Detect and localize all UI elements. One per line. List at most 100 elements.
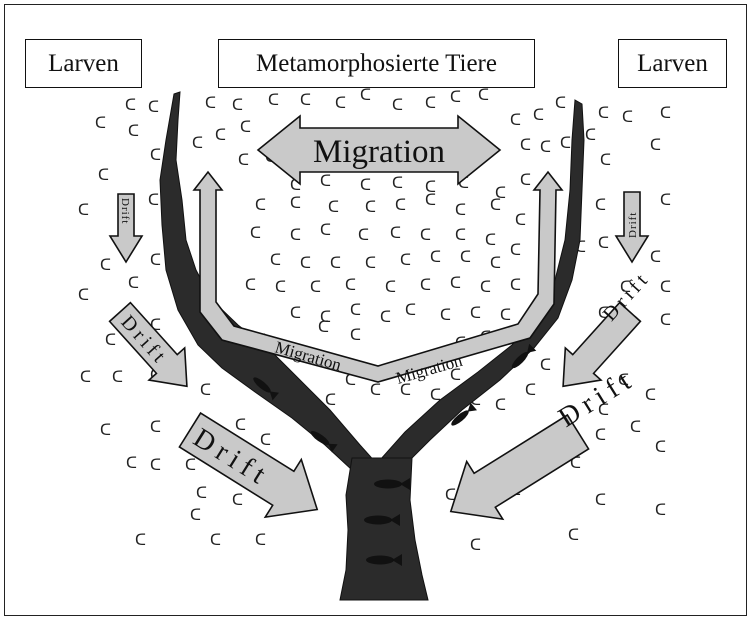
larva-icon: ᑕ xyxy=(300,91,311,109)
larva-icon: ᑕ xyxy=(350,326,361,344)
larva-icon: ᑕ xyxy=(395,196,406,214)
larva-icon: ᑕ xyxy=(360,176,371,194)
larva-icon: ᑕ xyxy=(400,251,411,269)
larva-icon: ᑕ xyxy=(645,386,656,404)
larva-icon: ᑕ xyxy=(515,211,526,229)
larva-icon: ᑕ xyxy=(568,526,579,544)
river-trunk xyxy=(340,458,428,600)
larva-icon: ᑕ xyxy=(260,431,271,449)
larva-icon: ᑕ xyxy=(150,251,161,269)
larva-icon: ᑕ xyxy=(510,276,521,294)
larva-icon: ᑕ xyxy=(540,138,551,156)
larva-icon: ᑕ xyxy=(135,531,146,549)
larva-icon: ᑕ xyxy=(598,234,609,252)
larva-icon: ᑕ xyxy=(520,171,531,189)
larva-icon: ᑕ xyxy=(148,98,159,116)
larva-icon: ᑕ xyxy=(525,381,536,399)
larva-icon: ᑕ xyxy=(655,501,666,519)
larva-icon: ᑕ xyxy=(150,418,161,436)
larva-icon: ᑕ xyxy=(310,278,321,296)
larva-icon: ᑕ xyxy=(490,196,501,214)
larva-icon: ᑕ xyxy=(440,306,451,324)
larva-icon: ᑕ xyxy=(350,301,361,319)
larva-icon: ᑕ xyxy=(595,196,606,214)
migration-top-label: Migration xyxy=(313,134,445,170)
larva-icon: ᑕ xyxy=(318,318,329,336)
larva-icon: ᑕ xyxy=(78,201,89,219)
larva-icon: ᑕ xyxy=(470,304,481,322)
larva-icon: ᑕ xyxy=(320,221,331,239)
larva-icon: ᑕ xyxy=(655,438,666,456)
larva-icon: ᑕ xyxy=(600,151,611,169)
larva-icon: ᑕ xyxy=(150,146,161,164)
larva-icon: ᑕ xyxy=(268,91,279,109)
larva-icon: ᑕ xyxy=(125,96,136,114)
larva-icon: ᑕ xyxy=(232,96,243,114)
larva-icon: ᑕ xyxy=(478,86,489,104)
larva-icon: ᑕ xyxy=(540,356,551,374)
larva-icon: ᑕ xyxy=(585,126,596,144)
larva-icon: ᑕ xyxy=(450,274,461,292)
larva-icon: ᑕ xyxy=(255,196,266,214)
larva-icon: ᑕ xyxy=(185,456,196,474)
larva-icon: ᑕ xyxy=(405,301,416,319)
larva-icon: ᑕ xyxy=(190,506,201,524)
larva-icon: ᑕ xyxy=(105,331,116,349)
larva-icon: ᑕ xyxy=(392,174,403,192)
larva-icon: ᑕ xyxy=(630,418,641,436)
larva-icon: ᑕ xyxy=(100,421,111,439)
larva-icon: ᑕ xyxy=(245,276,256,294)
larva-icon: ᑕ xyxy=(560,134,571,152)
larva-icon: ᑕ xyxy=(290,226,301,244)
drift-small-left-arrow: Drift xyxy=(110,194,142,262)
larva-icon: ᑕ xyxy=(205,94,216,112)
larva-icon: ᑕ xyxy=(595,426,606,444)
larva-icon: ᑕ xyxy=(78,286,89,304)
drift-small-right-label: Drift xyxy=(627,212,639,238)
larva-icon: ᑕ xyxy=(598,104,609,122)
larva-icon: ᑕ xyxy=(660,278,671,296)
larva-icon: ᑕ xyxy=(460,248,471,266)
larva-icon: ᑕ xyxy=(365,254,376,272)
larva-icon: ᑕ xyxy=(420,226,431,244)
larva-icon: ᑕ xyxy=(555,94,566,112)
larva-icon: ᑕ xyxy=(470,536,481,554)
larva-icon: ᑕ xyxy=(150,456,161,474)
larva-icon: ᑕ xyxy=(80,368,91,386)
larva-icon: ᑕ xyxy=(128,122,139,140)
larva-icon: ᑕ xyxy=(210,531,221,549)
migration-top-arrow: Migration xyxy=(258,116,500,184)
larva-icon: ᑕ xyxy=(345,276,356,294)
larva-icon: ᑕ xyxy=(192,134,203,152)
larva-icon: ᑕ xyxy=(126,454,137,472)
larva-icon: ᑕ xyxy=(98,166,109,184)
larva-icon: ᑕ xyxy=(595,491,606,509)
larva-icon: ᑕ xyxy=(500,306,511,324)
larva-icon: ᑕ xyxy=(200,381,211,399)
larva-icon: ᑕ xyxy=(485,231,496,249)
larva-icon: ᑕ xyxy=(290,304,301,322)
larva-icon: ᑕ xyxy=(425,94,436,112)
larva-icon: ᑕ xyxy=(392,96,403,114)
larva-icon: ᑕ xyxy=(420,276,431,294)
larva-icon: ᑕ xyxy=(650,248,661,266)
larva-icon: ᑕ xyxy=(328,198,339,216)
larva-icon: ᑕ xyxy=(300,254,311,272)
larva-icon: ᑕ xyxy=(335,94,346,112)
larva-icon: ᑕ xyxy=(480,278,491,296)
larva-icon: ᑕ xyxy=(660,104,671,122)
larva-icon: ᑕ xyxy=(365,198,376,216)
larva-icon: ᑕ xyxy=(520,136,531,154)
drift-small-left-label: Drift xyxy=(119,198,131,224)
larva-icon: ᑕ xyxy=(255,531,266,549)
larva-icon: ᑕ xyxy=(370,381,381,399)
larva-icon: ᑕ xyxy=(510,111,521,129)
larva-icon: ᑕ xyxy=(215,126,226,144)
larva-icon: ᑕ xyxy=(128,274,139,292)
larva-icon: ᑕ xyxy=(650,136,661,154)
larva-icon: ᑕ xyxy=(533,106,544,124)
drift-small-right-arrow: Drift xyxy=(616,192,648,262)
larva-icon: ᑕ xyxy=(270,251,281,269)
larva-icon: ᑕ xyxy=(510,241,521,259)
